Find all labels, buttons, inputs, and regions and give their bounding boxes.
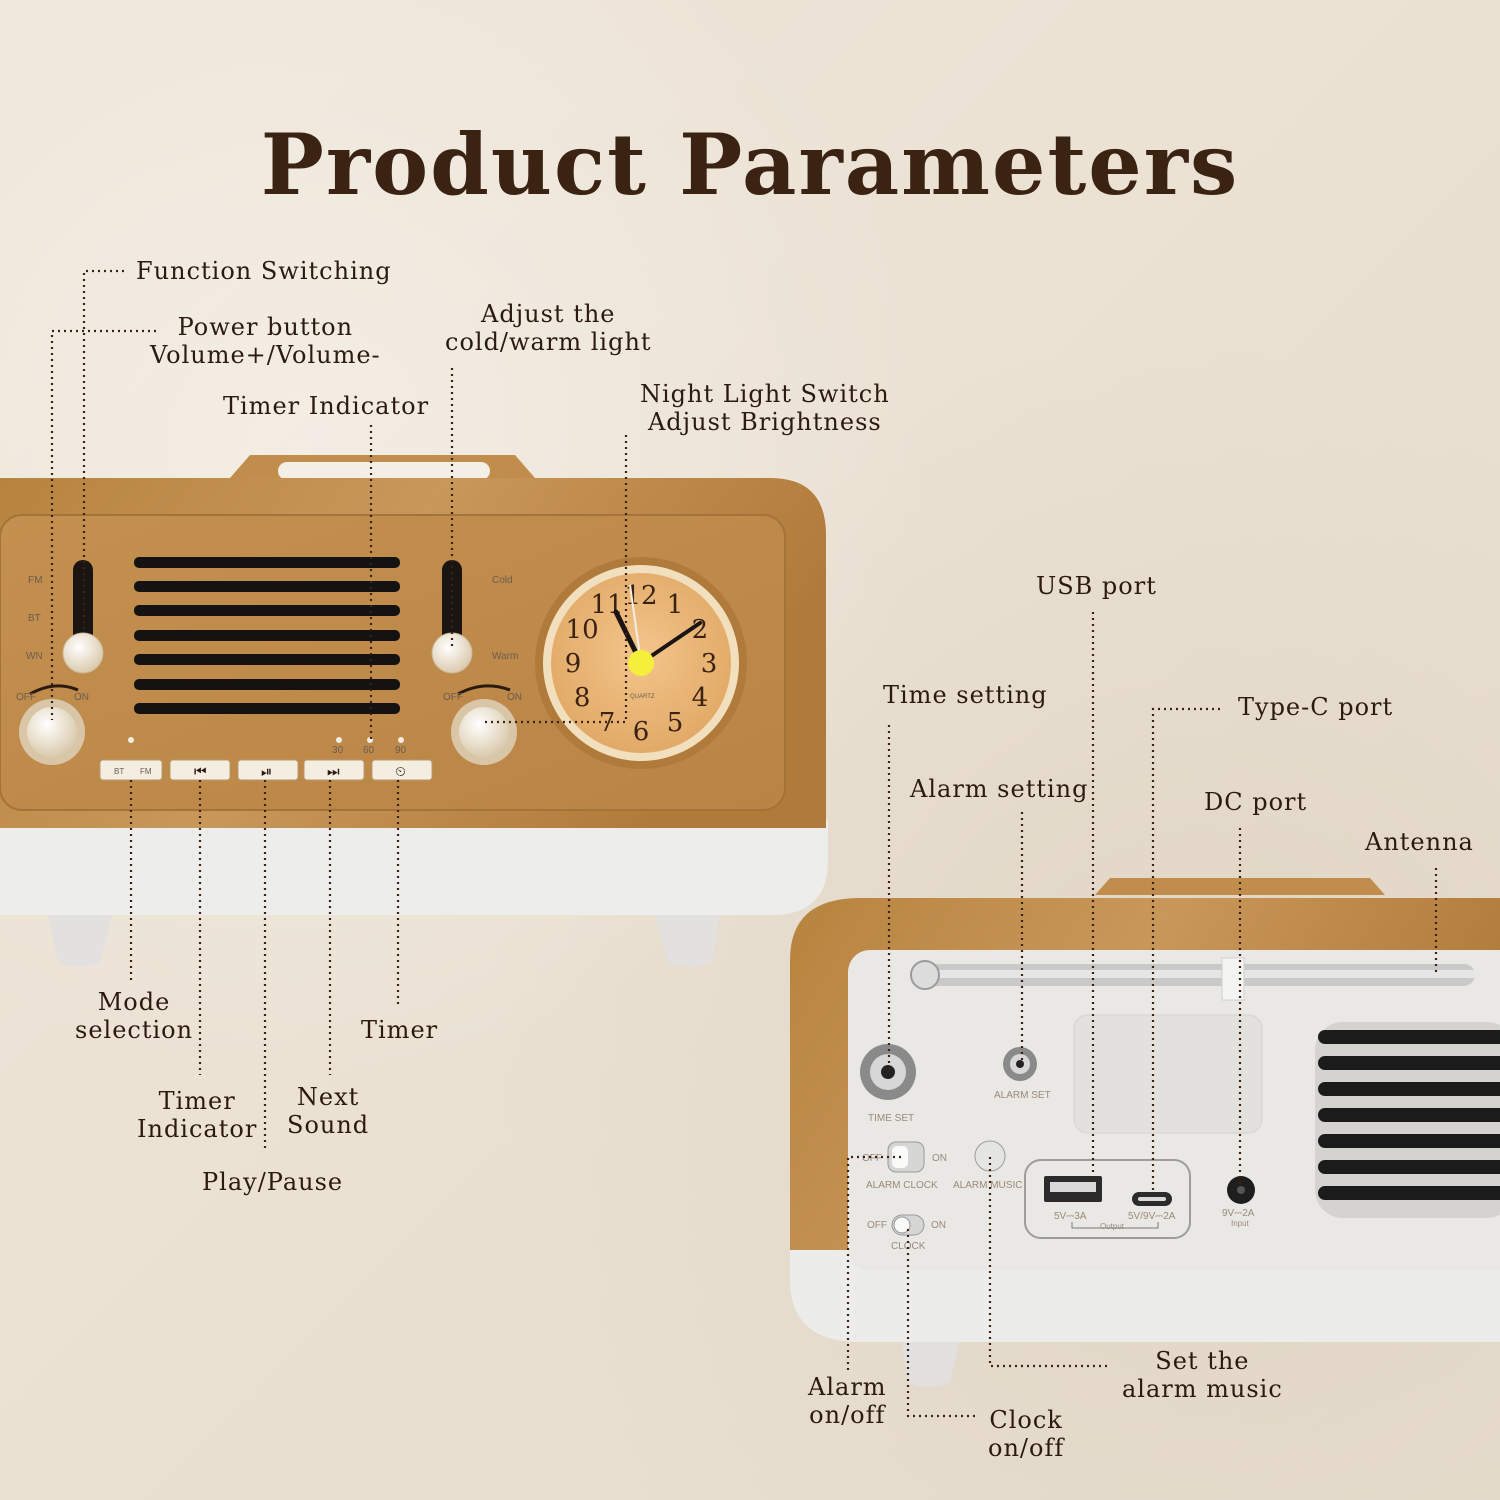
- callout-lines: [50, 269, 1438, 1418]
- label-timer-indicator-line2: Indicator: [137, 1115, 258, 1143]
- label-power-button: Power button: [177, 313, 354, 341]
- label-timer-indicator-bottom: Timer Indicator: [137, 1087, 257, 1143]
- power-off-label: OFF: [16, 692, 36, 703]
- back-foot: [900, 1330, 962, 1387]
- label-alarm-setting: Alarm setting: [910, 775, 1089, 803]
- label-time-setting: Time setting: [883, 681, 1048, 709]
- label-clock-line2: on/off: [988, 1434, 1065, 1462]
- label-adjust-light: Adjust the cold/warm light: [445, 300, 652, 356]
- power-on-label: ON: [74, 692, 89, 703]
- label-alarm-onoff: Alarm on/off: [808, 1373, 887, 1429]
- light-on-label: ON: [507, 692, 522, 703]
- power-knob: [27, 707, 77, 757]
- alarm-set-label: ALARM SET: [994, 1090, 1051, 1101]
- clock-night-light: [628, 650, 654, 676]
- slider-label-warm: Warm: [492, 651, 518, 662]
- alarm-music-button: [974, 1140, 1006, 1172]
- clock-numeral: 6: [633, 717, 650, 747]
- usb-rating: 5V⎓3A: [1054, 1211, 1087, 1222]
- label-alarm-line2: on/off: [809, 1401, 886, 1429]
- night-light-knob: [459, 707, 509, 757]
- label-set-alarm-music: Set the alarm music: [1122, 1347, 1283, 1403]
- clock-numeral: 10: [566, 615, 599, 645]
- alarm-clock-label: ALARM CLOCK: [866, 1180, 938, 1191]
- label-mode-line1: Mode: [97, 988, 171, 1016]
- label-alarm-line1: Alarm: [808, 1373, 887, 1401]
- dc-rating: 9V⎓2A: [1222, 1208, 1255, 1219]
- label-volume: Volume+/Volume-: [150, 341, 381, 369]
- label-play-pause: Play/Pause: [202, 1168, 344, 1196]
- label-dc-port: DC port: [1204, 788, 1308, 816]
- mode-button-label-fm: FM: [140, 767, 152, 776]
- label-next-line1: Next: [296, 1083, 360, 1111]
- input-label: Input: [1231, 1219, 1250, 1228]
- slider-label-cold: Cold: [492, 575, 513, 586]
- label-alarm-music-line2: alarm music: [1122, 1375, 1283, 1403]
- label-timer-indicator-top: Timer Indicator: [223, 392, 430, 420]
- label-clock-line1: Clock: [989, 1406, 1063, 1434]
- label-power-volume: Power button Volume+/Volume-: [150, 313, 381, 369]
- front-base: [0, 820, 828, 915]
- slider-label-fm: FM: [28, 575, 42, 586]
- svg-text:⏲: ⏲: [395, 764, 406, 780]
- clock-label: CLOCK: [891, 1241, 926, 1252]
- label-mode-selection: Mode selection: [75, 988, 193, 1044]
- label-function-switching: Function Switching: [136, 257, 392, 285]
- label-antenna: Antenna: [1365, 828, 1474, 856]
- svg-text:⏮: ⏮: [194, 764, 207, 780]
- clock-off-label: OFF: [867, 1220, 887, 1231]
- label-next-line2: Sound: [287, 1111, 370, 1139]
- slider-label-bt: BT: [28, 613, 41, 624]
- back-radio: [790, 878, 1500, 1387]
- svg-text:⏯: ⏯: [261, 764, 272, 780]
- label-night-light: Night Light Switch Adjust Brightness: [640, 380, 890, 436]
- label-clock-onoff: Clock on/off: [988, 1406, 1064, 1462]
- clock-numeral: 9: [565, 649, 582, 679]
- mode-button-label-bt: BT: [114, 767, 124, 776]
- label-next-sound: Next Sound: [287, 1083, 369, 1139]
- clock-brand: QUARTZ: [630, 694, 655, 700]
- time-set-label: TIME SET: [868, 1113, 914, 1124]
- clock-numeral: 5: [667, 708, 684, 738]
- speaker-grill: [134, 557, 400, 714]
- label-timer: Timer: [361, 1016, 439, 1044]
- page-title: Product Parameters: [260, 115, 1240, 214]
- clock-numeral: 2: [692, 615, 709, 645]
- svg-text:⏭: ⏭: [327, 764, 340, 780]
- label-adjust-light-line1: Adjust the: [481, 300, 616, 328]
- label-usb-port: USB port: [1036, 572, 1157, 600]
- front-foot-right: [655, 915, 720, 967]
- typec-rating: 5V/9V⎓2A: [1128, 1211, 1176, 1222]
- output-label: Output: [1100, 1222, 1125, 1231]
- label-alarm-music-line1: Set the: [1155, 1347, 1250, 1375]
- label-mode-line2: selection: [75, 1016, 194, 1044]
- alarm-on-label: ON: [932, 1153, 947, 1164]
- clock-numeral: 1: [667, 590, 684, 620]
- light-off-label: OFF: [443, 692, 463, 703]
- timer-mark-90: 90: [395, 745, 407, 756]
- alarm-music-label: ALARM MUSIC: [953, 1180, 1022, 1191]
- clock-numeral: 3: [701, 649, 718, 679]
- top-light-bar: [278, 462, 490, 480]
- function-slider-knob: [62, 632, 104, 674]
- label-adjust-light-line2: cold/warm light: [445, 328, 652, 356]
- timer-mark-30: 30: [332, 745, 344, 756]
- label-timer-indicator-line1: Timer: [158, 1087, 236, 1115]
- slider-label-wn: WN: [26, 651, 43, 662]
- label-type-c-port: Type-C port: [1238, 693, 1394, 721]
- clock-numeral: 4: [692, 683, 709, 713]
- timer-mark-60: 60: [363, 745, 375, 756]
- alarm-off-label: OFF: [862, 1153, 882, 1164]
- clock-second-hand: [629, 584, 642, 664]
- port-group: [1024, 1159, 1191, 1239]
- label-night-light-line2: Adjust Brightness: [647, 408, 882, 436]
- label-night-light-line1: Night Light Switch: [640, 380, 890, 408]
- clock-on-label: ON: [931, 1220, 946, 1231]
- front-foot-left: [48, 915, 112, 967]
- clock-numeral: 8: [574, 683, 591, 713]
